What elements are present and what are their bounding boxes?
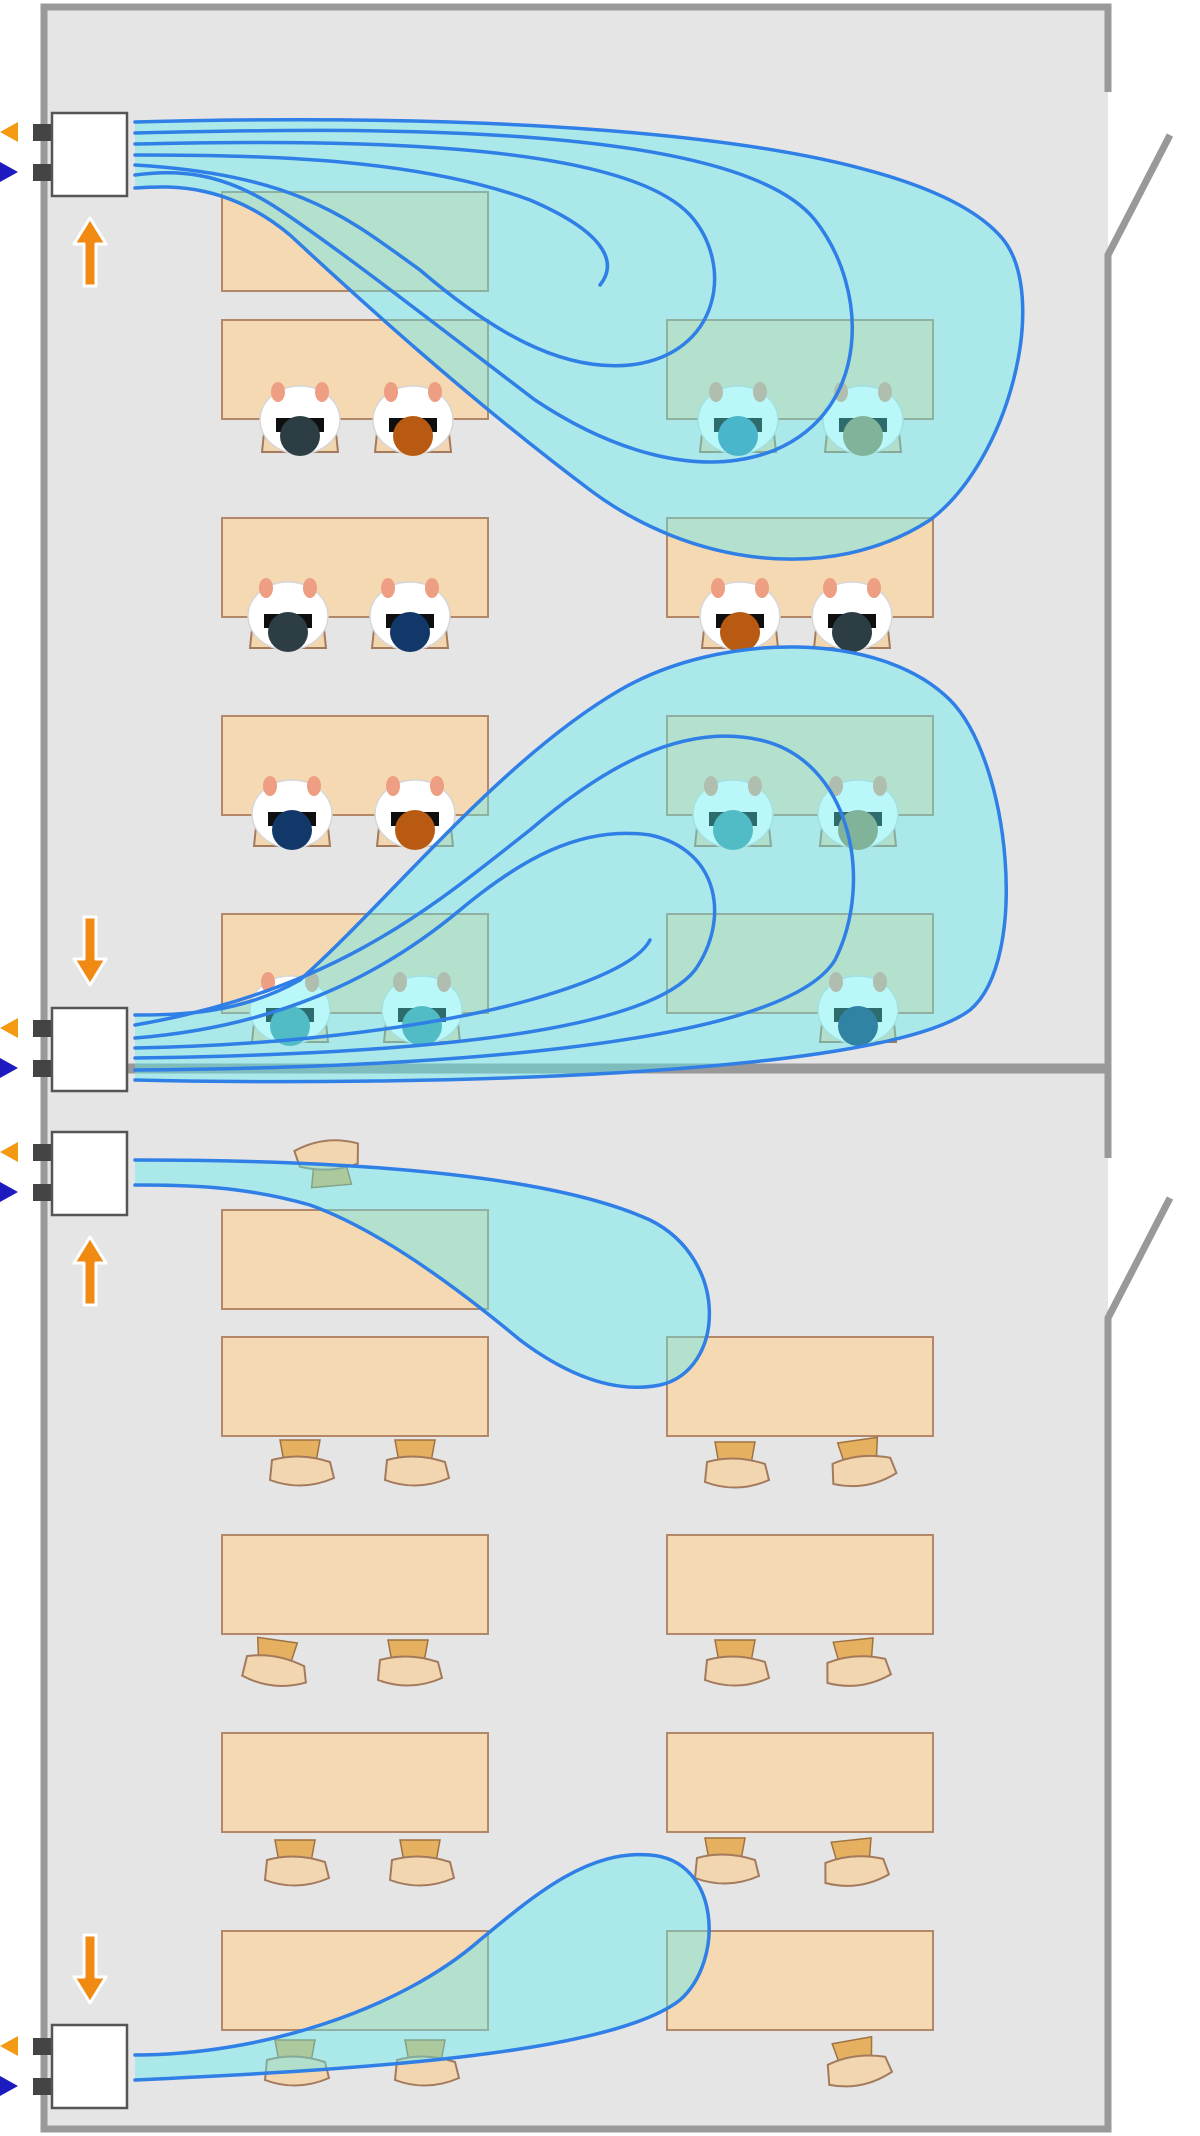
direction-arrow-icon bbox=[72, 216, 108, 288]
airflow-line bbox=[133, 153, 610, 287]
student-icon bbox=[251, 775, 333, 851]
lower-room-furniture bbox=[221, 1209, 934, 2031]
ventilation-unit-icon bbox=[50, 1006, 129, 1093]
duct-connector bbox=[33, 1060, 51, 1077]
student-icon bbox=[369, 577, 451, 653]
desk bbox=[666, 1732, 934, 1833]
ventilation-unit-lower-bottom bbox=[0, 1933, 129, 2110]
airflow-line bbox=[133, 1158, 712, 1389]
airflow-plume-upper-bottom bbox=[135, 646, 1007, 1082]
airflow-line bbox=[133, 938, 652, 1050]
airflow-line bbox=[133, 831, 717, 1060]
direction-arrow-icon bbox=[72, 1235, 108, 1307]
student-icon bbox=[811, 577, 893, 653]
airflow-line bbox=[133, 645, 1008, 1084]
airflow-plume-lower-bottom bbox=[135, 1854, 710, 2080]
duct-connector bbox=[33, 164, 51, 181]
exhaust-marker-icon bbox=[0, 1018, 18, 1038]
lower-classroom-wall bbox=[40, 1066, 1174, 2133]
airflow-line bbox=[133, 1852, 711, 2082]
student-icon bbox=[259, 381, 341, 457]
student-icon bbox=[247, 577, 329, 653]
student-icon bbox=[699, 577, 781, 653]
exhaust-marker-icon bbox=[0, 2036, 18, 2056]
supply-marker-icon bbox=[0, 2076, 18, 2096]
airflow-line bbox=[133, 128, 854, 464]
airflow-plume-upper-top bbox=[135, 119, 1023, 560]
airflow-line bbox=[133, 118, 1025, 561]
ventilation-unit-icon bbox=[50, 2023, 129, 2110]
ventilation-unit-upper-bottom bbox=[0, 915, 129, 1093]
desk bbox=[666, 1534, 934, 1635]
direction-arrow-icon bbox=[72, 915, 108, 987]
airflow-plumes bbox=[133, 118, 1025, 2082]
supply-marker-icon bbox=[0, 162, 18, 182]
supply-marker-icon bbox=[0, 1058, 18, 1078]
desk bbox=[221, 1732, 489, 1833]
ventilation-unit-upper-top bbox=[0, 111, 129, 288]
direction-arrow-icon bbox=[72, 1933, 108, 2005]
duct-connector bbox=[33, 2038, 51, 2055]
airflow-line bbox=[133, 734, 856, 1072]
airflow-plume-lower-top bbox=[135, 1160, 710, 1388]
student-icon bbox=[372, 381, 454, 457]
airflow-line bbox=[133, 140, 717, 368]
exhaust-marker-icon bbox=[0, 122, 18, 142]
desk bbox=[221, 191, 489, 292]
supply-marker-icon bbox=[0, 1182, 18, 1202]
exhaust-marker-icon bbox=[0, 1142, 18, 1162]
duct-connector bbox=[33, 1184, 51, 1201]
duct-connector bbox=[33, 124, 51, 141]
duct-connector bbox=[33, 1020, 51, 1037]
desk bbox=[221, 1336, 489, 1437]
duct-connector bbox=[33, 2078, 51, 2095]
ventilation-unit-icon bbox=[50, 1130, 129, 1217]
ventilation-unit-icon bbox=[50, 111, 129, 198]
duct-connector bbox=[33, 1144, 51, 1161]
desk bbox=[221, 1534, 489, 1635]
ventilation-unit-lower-top bbox=[0, 1130, 129, 1307]
desk bbox=[666, 1930, 934, 2031]
desk bbox=[666, 1336, 934, 1437]
